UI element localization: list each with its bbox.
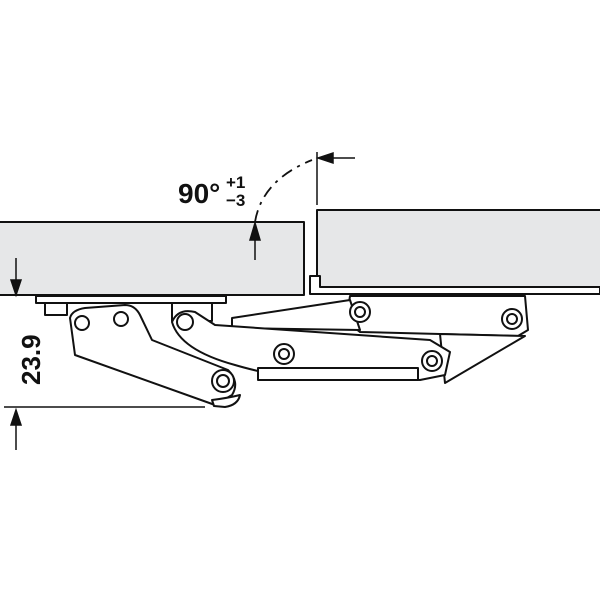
- hinge-link-lower: [439, 333, 526, 384]
- plate-block: [44, 302, 68, 316]
- right-panel: [316, 209, 600, 288]
- angle-tolerance-minus: −3: [226, 191, 245, 210]
- arrow-left-icon: [315, 151, 334, 165]
- arrow-up-icon: [248, 220, 262, 241]
- arrow-up-icon: [9, 407, 23, 426]
- angle-label: 90°: [178, 178, 220, 209]
- mounting-plate: [35, 295, 227, 304]
- hinge-tip: [211, 394, 241, 408]
- hinge-foot: [257, 367, 419, 381]
- right-panel-edge-band: [309, 275, 600, 295]
- angle-tolerance-plus: +1: [226, 173, 245, 192]
- hinge-link: [231, 299, 361, 331]
- hinge-cup-arm: [347, 295, 529, 337]
- angle-arc: [254, 159, 313, 223]
- pivot-pin: [74, 315, 90, 331]
- dimension-label: 23.9: [16, 334, 46, 385]
- arrow-down-icon: [9, 279, 23, 298]
- pivot-pin: [113, 311, 129, 327]
- hinge-main-arm: [171, 310, 451, 381]
- hinge-left-arm: [69, 304, 237, 406]
- pivot-pin: [176, 313, 194, 331]
